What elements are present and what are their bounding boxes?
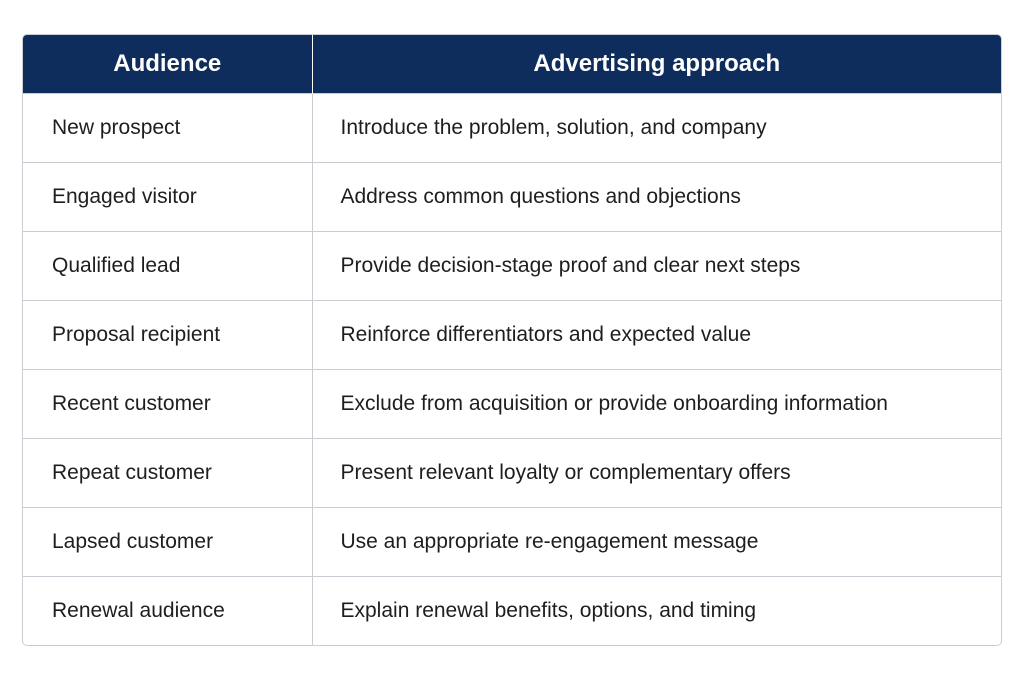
table-row: Renewal audience Explain renewal benefit… xyxy=(23,576,1001,645)
table-row: Lapsed customer Use an appropriate re-en… xyxy=(23,507,1001,577)
audience-cell: Recent customer xyxy=(23,369,312,439)
table-row: Proposal recipient Reinforce differentia… xyxy=(23,300,1001,370)
table-row: New prospect Introduce the problem, solu… xyxy=(23,93,1001,163)
table-row: Recent customer Exclude from acquisition… xyxy=(23,369,1001,439)
approach-cell: Exclude from acquisition or provide onbo… xyxy=(311,369,1001,439)
table-row: Qualified lead Provide decision-stage pr… xyxy=(23,231,1001,301)
header-advertising-approach: Advertising approach xyxy=(311,35,1001,94)
approach-cell: Address common questions and objections xyxy=(311,162,1001,232)
approach-cell: Use an appropriate re-engagement message xyxy=(311,507,1001,577)
audience-approach-table: Audience Advertising approach New prospe… xyxy=(22,34,1002,646)
approach-cell: Reinforce differentiators and expected v… xyxy=(311,300,1001,370)
approach-cell: Present relevant loyalty or complementar… xyxy=(311,438,1001,508)
approach-cell: Introduce the problem, solution, and com… xyxy=(311,93,1001,163)
header-row: Audience Advertising approach xyxy=(23,35,1001,94)
audience-cell: Lapsed customer xyxy=(23,507,312,577)
audience-cell: Renewal audience xyxy=(23,576,312,645)
approach-cell: Explain renewal benefits, options, and t… xyxy=(311,576,1001,645)
audience-cell: Engaged visitor xyxy=(23,162,312,232)
audience-cell: Repeat customer xyxy=(23,438,312,508)
audience-cell: Proposal recipient xyxy=(23,300,312,370)
table-body: New prospect Introduce the problem, solu… xyxy=(23,93,1001,645)
header-audience: Audience xyxy=(23,35,312,94)
approach-cell: Provide decision-stage proof and clear n… xyxy=(311,231,1001,301)
audience-cell: New prospect xyxy=(23,93,312,163)
data-table: Audience Advertising approach New prospe… xyxy=(23,35,1001,645)
audience-cell: Qualified lead xyxy=(23,231,312,301)
table-row: Engaged visitor Address common questions… xyxy=(23,162,1001,232)
table-row: Repeat customer Present relevant loyalty… xyxy=(23,438,1001,508)
table-header: Audience Advertising approach xyxy=(23,35,1001,94)
